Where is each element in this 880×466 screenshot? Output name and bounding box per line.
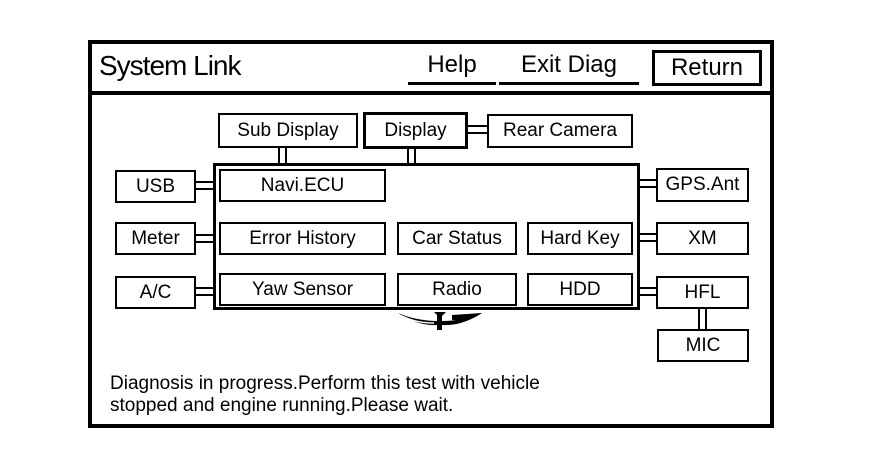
connector-sub-display-ecu xyxy=(278,148,287,163)
node-display[interactable]: Display xyxy=(363,112,468,149)
return-button[interactable]: Return xyxy=(652,50,762,86)
node-hdd[interactable]: HDD xyxy=(527,273,633,306)
page-title: System Link xyxy=(99,50,241,81)
connector-gps-ant xyxy=(640,179,656,188)
connector-hfl xyxy=(640,287,656,296)
node-yaw-sensor[interactable]: Yaw Sensor xyxy=(219,273,386,306)
status-line-1: Diagnosis in progress.Perform this test … xyxy=(110,373,540,394)
help-button[interactable]: Help xyxy=(408,51,496,85)
node-usb[interactable]: USB xyxy=(115,170,196,203)
header-divider xyxy=(90,91,772,95)
connector-hfl-mic xyxy=(698,309,707,329)
node-error-history[interactable]: Error History xyxy=(219,222,386,255)
connector-usb xyxy=(196,181,213,190)
connector-xm xyxy=(640,233,656,242)
node-hard-key[interactable]: Hard Key xyxy=(527,222,633,255)
node-rear-camera[interactable]: Rear Camera xyxy=(487,114,633,148)
connector-meter xyxy=(196,234,213,243)
node-sub-display[interactable]: Sub Display xyxy=(218,113,358,148)
node-hfl[interactable]: HFL xyxy=(656,276,749,309)
connector-display-rear-camera xyxy=(468,125,487,134)
node-meter[interactable]: Meter xyxy=(115,222,196,255)
hourglass-busy-icon xyxy=(398,312,482,330)
node-mic[interactable]: MIC xyxy=(657,329,749,362)
node-xm[interactable]: XM xyxy=(656,222,749,255)
node-ac[interactable]: A/C xyxy=(115,276,196,309)
connector-ac xyxy=(196,287,213,296)
node-car-status[interactable]: Car Status xyxy=(397,222,517,255)
node-navi-ecu[interactable]: Navi.ECU xyxy=(219,169,386,202)
status-message: Diagnosis in progress.Perform this test … xyxy=(110,373,540,417)
status-line-2: stopped and engine running.Please wait. xyxy=(110,395,454,416)
node-gps-ant[interactable]: GPS.Ant xyxy=(656,168,749,202)
connector-display-ecu xyxy=(407,149,416,163)
node-radio[interactable]: Radio xyxy=(397,273,517,306)
exit-diag-button[interactable]: Exit Diag xyxy=(499,51,639,85)
